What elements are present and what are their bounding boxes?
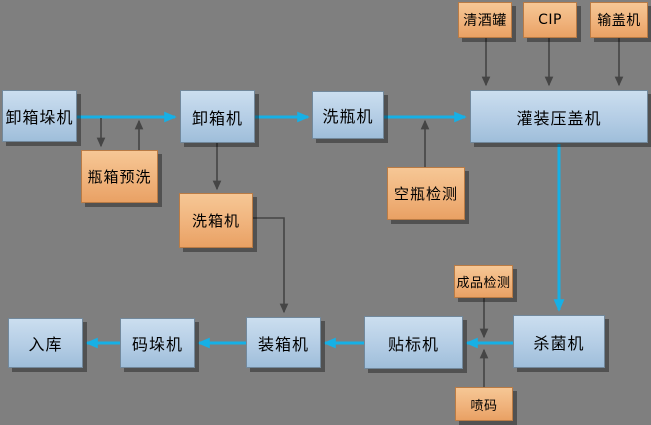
node-decrater: 卸箱机 — [180, 90, 255, 143]
node-product-inspection: 成品检测 — [454, 265, 513, 298]
node-inkjet-coder: 喷码 — [455, 387, 513, 421]
node-bottle-washer: 洗瓶机 — [312, 91, 384, 139]
node-empty-bottle-inspection: 空瓶检测 — [387, 167, 465, 220]
node-crate-prewash: 瓶箱预洗 — [81, 150, 158, 203]
node-cip: CIP — [523, 2, 577, 38]
node-pasteurizer: 杀菌机 — [513, 315, 605, 368]
edge-cratewasher-casepacker — [253, 217, 289, 314]
node-unpalletizer: 卸箱垛机 — [2, 90, 77, 142]
node-labeler: 贴标机 — [364, 316, 463, 369]
node-crate-washer: 洗箱机 — [179, 193, 253, 248]
node-palletizer: 码垛机 — [120, 318, 195, 368]
node-warehouse: 入库 — [8, 318, 83, 368]
node-case-packer: 装箱机 — [246, 317, 321, 368]
node-filler-capper: 灌装压盖机 — [470, 90, 648, 143]
node-cap-feeder: 输盖机 — [590, 2, 648, 38]
node-beer-tank: 清酒罐 — [458, 2, 512, 38]
